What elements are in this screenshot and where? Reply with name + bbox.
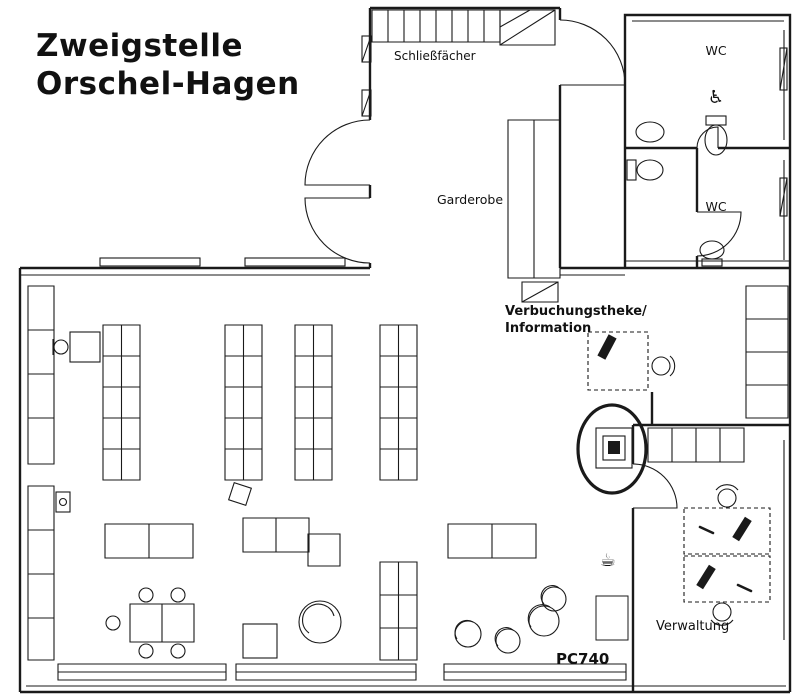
cabinet-row [647,427,745,463]
checkout-label-line1: Verbuchungstheke/ [505,304,647,319]
radiator-hatch [361,35,788,217]
browser-box [447,523,537,559]
chair [170,587,186,603]
chair [105,615,121,631]
monitor-shape [732,516,752,542]
radiator [779,177,788,217]
station-outline [595,427,633,469]
book-shelf-range [379,561,418,661]
book-shelf-range [224,324,263,481]
wc-fixtures [626,115,728,267]
chair-back [669,355,676,377]
display-stand [55,491,71,513]
pouf [454,620,482,648]
page-title-line2: Orschel-Hagen [36,66,300,102]
chair-back [710,619,734,626]
window-bench [443,663,627,681]
door-arcs [304,19,742,509]
pouf-detail [527,604,551,628]
stand-base [55,491,71,513]
exterior-walls [18,6,792,694]
page-title-line1: Zweigstelle [36,28,243,64]
reading-desk [52,331,101,363]
wall-shelving-right [745,285,789,419]
checkout-desk [587,331,676,391]
administration-label: Verwaltung [656,619,729,634]
book-shelf-range [379,324,418,481]
toilet-bowl [704,124,728,156]
pouf-detail [454,619,474,640]
wc-accessible-label: WC [705,43,726,58]
browser-box [104,523,194,559]
chair [138,587,154,603]
pc740-label: PC740 [556,650,609,668]
wc-staff-label: WC [705,199,726,214]
book-shelf-range [102,324,141,481]
desk [69,331,101,363]
chair [712,602,732,622]
chair [717,488,737,508]
chair [170,643,186,659]
administration-office: Verwaltung [656,484,771,634]
chair-back [715,484,739,491]
chair [651,356,671,376]
monitor-shape [597,334,617,360]
desk-outline [587,331,649,391]
wardrobe-unit [507,119,561,303]
wall-shelving-left [27,285,55,661]
pc-monitor-icon [597,334,617,360]
pc740-highlight-ellipse [576,403,648,495]
window-sill [99,257,201,267]
office-desk [683,555,771,603]
office-desk [683,507,771,555]
pc-monitor-icon [732,516,752,542]
chair [53,339,69,355]
radiator [779,47,788,91]
armchair-detail [302,603,335,634]
pen-icon [698,525,715,535]
stand-top [58,497,68,507]
checkout-label-line2: Information [505,321,591,336]
book-shelf-range [294,324,333,481]
pouf-group [454,585,567,654]
sink-counter [701,258,723,267]
radiators [361,35,788,217]
toilet-tank [705,115,727,126]
pouf-detail [494,627,514,647]
pen-icon [736,583,753,593]
display-table [227,481,253,507]
reading-corner [105,587,342,659]
locker-block [371,9,501,43]
interior-walls [625,146,790,692]
lockers-label: Schließfächer [394,49,476,63]
monitor-shape [696,564,716,590]
cloakroom-label: Garderobe [437,192,503,207]
station-inner [602,435,626,461]
window-bench [235,663,417,681]
gray-cabinet [595,595,629,641]
radiator [361,35,372,63]
sink [635,121,665,143]
pouf [495,628,521,654]
cube-seat [242,623,278,659]
pouf-detail [540,585,560,605]
browser-box [242,517,341,567]
toilet-tank [626,159,637,181]
station-screen [608,441,620,454]
pc-monitor-icon [696,564,716,590]
radiator [361,89,372,117]
window-lines [20,20,790,687]
window-bench [57,663,227,681]
window-sill [244,257,346,267]
toilet-bowl [636,159,664,181]
pc740-station [595,427,633,469]
coffee-icon: ☕ [600,550,616,571]
wheelchair-icon: ♿ [708,87,724,108]
stairs [499,9,556,46]
armchair [298,600,342,644]
chair [138,643,154,659]
pouf [541,586,567,612]
reading-table [129,603,195,643]
